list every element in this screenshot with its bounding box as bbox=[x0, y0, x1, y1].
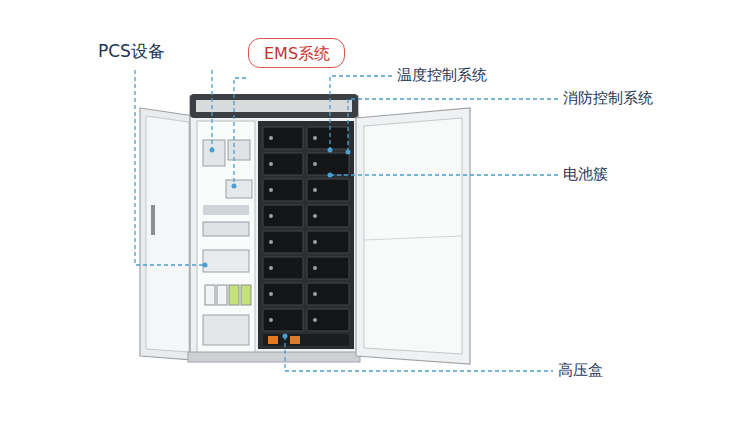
pcs-unit bbox=[203, 140, 225, 166]
controller bbox=[226, 180, 252, 198]
leader-dot bbox=[328, 148, 333, 153]
battery-module bbox=[263, 179, 303, 201]
cabinet-base bbox=[188, 352, 360, 362]
top-cover bbox=[190, 94, 358, 118]
battery-module bbox=[307, 153, 349, 175]
breaker-row bbox=[203, 222, 249, 236]
module-indicator bbox=[313, 136, 317, 140]
leader-dot bbox=[232, 184, 237, 189]
leader-line bbox=[234, 78, 246, 186]
callout-label: 温度控制系统 bbox=[397, 66, 487, 84]
battery-module bbox=[307, 309, 349, 331]
door-handle bbox=[151, 205, 155, 235]
leader-dot bbox=[346, 150, 351, 155]
leader-lines bbox=[135, 70, 558, 371]
module-indicator bbox=[269, 240, 273, 244]
leader-dots bbox=[203, 148, 351, 339]
battery-module bbox=[307, 179, 349, 201]
module-indicator bbox=[269, 292, 273, 296]
battery-module bbox=[263, 257, 303, 279]
leader-dot bbox=[328, 173, 333, 178]
callout-label: 消防控制系统 bbox=[563, 89, 653, 107]
module-indicator bbox=[313, 188, 317, 192]
battery-module bbox=[263, 309, 303, 331]
callout-label: PCS设备 bbox=[98, 41, 165, 61]
rail bbox=[203, 205, 249, 215]
battery-module bbox=[263, 283, 303, 305]
battery-modules bbox=[263, 127, 349, 331]
leader-line bbox=[285, 336, 553, 371]
callout-label: 高压盒 bbox=[558, 361, 603, 379]
switch-row bbox=[203, 250, 249, 272]
battery-module bbox=[307, 231, 349, 253]
battery-module bbox=[307, 257, 349, 279]
battery-module bbox=[307, 127, 349, 149]
hv-terminal bbox=[268, 336, 278, 344]
battery-module bbox=[307, 283, 349, 305]
left-door-panel bbox=[146, 116, 189, 352]
right-door-panel bbox=[364, 118, 462, 354]
battery-module bbox=[263, 231, 303, 253]
door-seam bbox=[364, 236, 462, 240]
leader-line bbox=[135, 70, 205, 265]
callout-box: EMS系统 bbox=[248, 38, 345, 68]
leader-line bbox=[330, 76, 392, 150]
module-indicator bbox=[313, 318, 317, 322]
breaker bbox=[217, 285, 227, 305]
module-indicator bbox=[269, 214, 273, 218]
battery-module bbox=[263, 205, 303, 227]
right-door bbox=[356, 108, 470, 364]
module-indicator bbox=[269, 136, 273, 140]
battery-bay bbox=[258, 121, 354, 349]
leader-dot bbox=[283, 334, 288, 339]
leader-dot bbox=[210, 148, 215, 153]
module-indicator bbox=[313, 214, 317, 218]
battery-module bbox=[307, 205, 349, 227]
module-indicator bbox=[269, 162, 273, 166]
module-indicator bbox=[269, 318, 273, 322]
breaker bbox=[241, 285, 251, 305]
equipment-bay bbox=[197, 121, 255, 353]
leader-dot bbox=[203, 263, 208, 268]
module-indicator bbox=[313, 240, 317, 244]
top-vent bbox=[196, 100, 352, 112]
module-indicator bbox=[269, 266, 273, 270]
module-indicator bbox=[313, 162, 317, 166]
module-indicator bbox=[313, 266, 317, 270]
battery-module bbox=[263, 127, 303, 149]
breaker bbox=[205, 285, 215, 305]
breaker bbox=[229, 285, 239, 305]
terminal-block bbox=[203, 315, 249, 345]
left-door bbox=[140, 108, 194, 360]
callout-label: 电池簇 bbox=[563, 165, 608, 183]
leader-line bbox=[348, 99, 558, 152]
ems-unit bbox=[228, 140, 250, 160]
hv-terminal bbox=[290, 336, 300, 344]
module-indicator bbox=[269, 188, 273, 192]
leader-line bbox=[211, 70, 212, 150]
battery-module bbox=[263, 153, 303, 175]
leader-line bbox=[330, 174, 558, 175]
hv-box bbox=[263, 334, 349, 346]
module-indicator bbox=[313, 292, 317, 296]
cabinet-body bbox=[190, 96, 358, 360]
box-text: EMS系统 bbox=[264, 44, 329, 63]
